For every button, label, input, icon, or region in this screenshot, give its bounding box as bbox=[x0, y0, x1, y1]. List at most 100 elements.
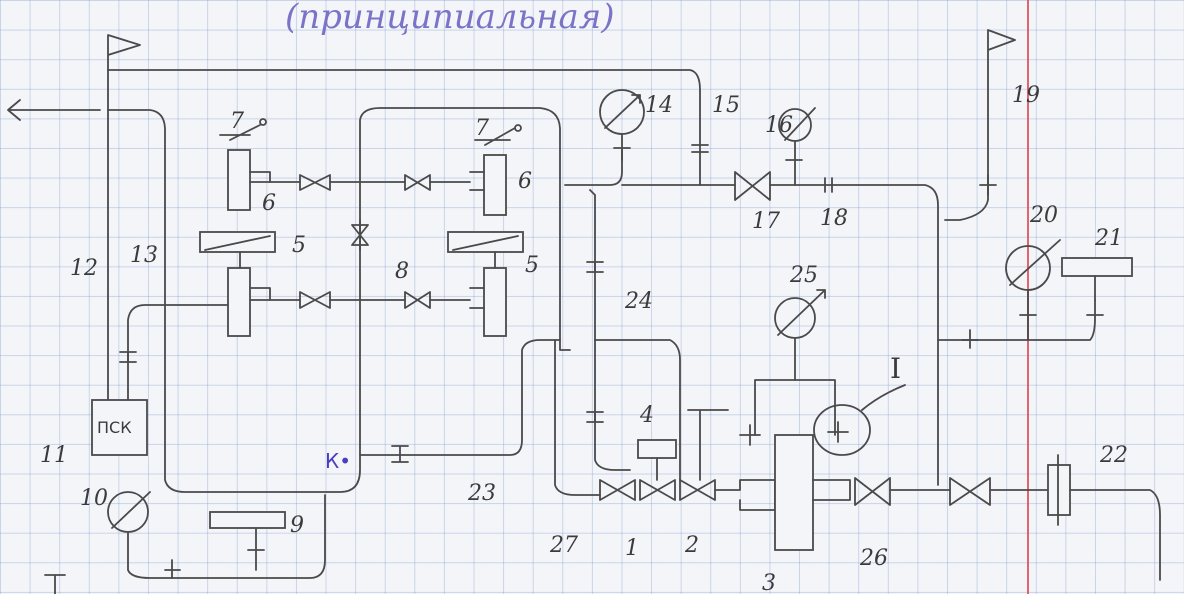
valve-24 bbox=[586, 261, 604, 273]
valve-17 bbox=[734, 171, 771, 201]
label-9: 9 bbox=[290, 513, 304, 538]
k-label: К• bbox=[325, 449, 351, 473]
label-16: 16 bbox=[765, 113, 793, 138]
bypass-left bbox=[554, 339, 601, 496]
fitting-right-lower-arm bbox=[469, 251, 496, 309]
valve-15 bbox=[691, 144, 709, 153]
item-pole bbox=[687, 409, 729, 481]
reducer-left bbox=[714, 479, 776, 511]
label-14: 14 bbox=[645, 93, 673, 118]
label-8: 8 bbox=[395, 259, 409, 284]
filter5-right-diag bbox=[452, 235, 519, 251]
label-24: 24 bbox=[624, 289, 653, 314]
bottom-left-stub bbox=[44, 574, 66, 594]
valve-left-3 bbox=[739, 424, 761, 446]
detail-leader bbox=[861, 384, 906, 411]
valve-right-line bbox=[961, 329, 979, 349]
lower-left-arm bbox=[239, 251, 271, 301]
actuator-4 bbox=[637, 439, 677, 459]
gauge-10-needle bbox=[111, 491, 151, 529]
bypass-top bbox=[594, 339, 681, 481]
fitting-left-lower bbox=[227, 267, 251, 337]
label-6-right: 6 bbox=[518, 169, 532, 194]
valve-18 bbox=[824, 177, 833, 193]
label-21: 21 bbox=[1094, 226, 1123, 251]
label-13: 13 bbox=[130, 243, 158, 268]
valve-upper-left bbox=[299, 174, 331, 191]
fitting6-right-arm bbox=[469, 171, 485, 191]
valve-bypass bbox=[586, 411, 604, 423]
k-valve bbox=[391, 445, 409, 463]
valve-1 bbox=[639, 479, 676, 501]
outlet-arrow bbox=[7, 99, 101, 121]
fitting6-right bbox=[483, 154, 507, 216]
gauge-14-valve bbox=[613, 133, 631, 161]
psk-valve bbox=[119, 351, 137, 363]
bypass-inner bbox=[594, 339, 631, 471]
gauge-20-needle bbox=[1009, 239, 1061, 286]
label-7-left: 7 bbox=[230, 109, 244, 134]
filter5-left-diag bbox=[204, 235, 271, 251]
label-11: 11 bbox=[40, 443, 68, 468]
valve-26 bbox=[854, 477, 891, 506]
gauge-20-valve bbox=[1019, 289, 1037, 341]
line-23 bbox=[359, 339, 561, 456]
gauge-line-right bbox=[937, 299, 1096, 341]
valve-lower-left bbox=[299, 291, 331, 309]
gauge-14-needle bbox=[604, 94, 641, 129]
label-10: 10 bbox=[80, 486, 108, 511]
detail-mark-I: I bbox=[890, 352, 901, 385]
bottom-gauge-line bbox=[127, 494, 326, 579]
right-flag-19 bbox=[944, 29, 1016, 221]
main-right-line bbox=[621, 184, 939, 486]
fitting6-left bbox=[227, 149, 251, 211]
line-24 bbox=[564, 149, 623, 341]
valve-lower-right bbox=[404, 291, 431, 309]
label-18: 18 bbox=[820, 206, 848, 231]
valve-right-3 bbox=[827, 421, 849, 443]
thermometer-21 bbox=[1061, 257, 1133, 277]
reg7-right-dot bbox=[514, 124, 522, 132]
valve-8 bbox=[351, 219, 369, 251]
reducer-right bbox=[812, 479, 851, 501]
label-26: 26 bbox=[859, 546, 888, 571]
label-6-left: 6 bbox=[262, 191, 276, 216]
detail-circle-I bbox=[813, 404, 871, 456]
label-15: 15 bbox=[712, 93, 740, 118]
label-3: 3 bbox=[762, 571, 776, 594]
label-20: 20 bbox=[1029, 203, 1058, 228]
label-23: 23 bbox=[467, 481, 496, 506]
gauge-16-valve bbox=[785, 140, 803, 186]
valve-27 bbox=[599, 479, 636, 501]
valve-bottom-1 bbox=[164, 559, 181, 579]
psk-label: ПСК bbox=[97, 418, 132, 437]
label-4: 4 bbox=[639, 403, 654, 428]
valve-outlet bbox=[949, 477, 991, 506]
diagram-title: (принципиальная) bbox=[285, 0, 615, 37]
reg7-left-dot bbox=[259, 118, 267, 126]
reg7-right-top bbox=[474, 127, 516, 146]
thermometer-21-valve bbox=[1086, 275, 1104, 316]
top-pipe bbox=[107, 69, 701, 186]
psk-box bbox=[91, 399, 148, 456]
label-25: 25 bbox=[789, 263, 818, 288]
label-19: 19 bbox=[1012, 83, 1040, 108]
line-13-loop bbox=[107, 107, 571, 493]
fitting6-left-arm bbox=[249, 171, 271, 183]
gauge-25-frame bbox=[754, 379, 836, 436]
label-12: 12 bbox=[70, 256, 98, 281]
label-27: 27 bbox=[549, 533, 578, 558]
filter-3 bbox=[774, 434, 814, 551]
label-1: 1 bbox=[625, 536, 639, 561]
label-22: 22 bbox=[1099, 443, 1128, 468]
label-17: 17 bbox=[752, 209, 780, 234]
valve-2 bbox=[679, 479, 716, 501]
fitting-right-lower bbox=[483, 267, 507, 337]
psk-line bbox=[127, 304, 241, 401]
valve-bottom-2 bbox=[247, 527, 265, 571]
valve-19 bbox=[979, 174, 997, 196]
meter-22-line bbox=[1057, 454, 1161, 581]
label-5-right: 5 bbox=[525, 253, 539, 278]
gauge-25-needle bbox=[777, 289, 826, 336]
